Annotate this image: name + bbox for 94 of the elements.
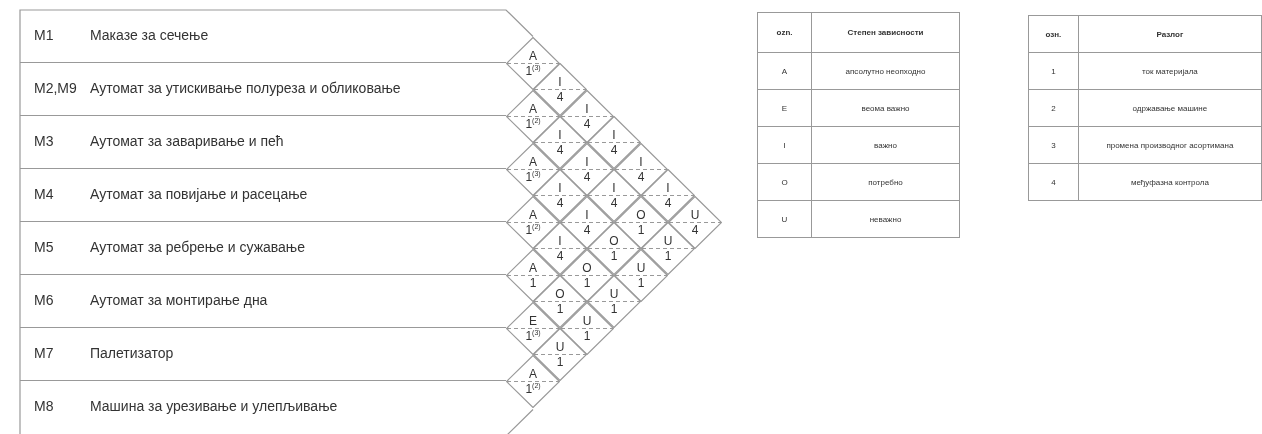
reason-number: 1$^{(2)}$ xyxy=(524,223,542,236)
reason-number: 1 xyxy=(636,276,646,289)
column-header: Степен зависности xyxy=(811,12,960,53)
column-header: озн. xyxy=(1028,15,1079,53)
rating-letter: A xyxy=(528,208,538,221)
machine-name: Аутомат за ребрење и сужавање xyxy=(90,239,306,255)
machine-code: M2,M9 xyxy=(34,80,77,96)
reason-number: 4 xyxy=(609,144,619,156)
rating-letter: I xyxy=(557,182,563,194)
reason-number: 4 xyxy=(555,144,565,156)
rating-letter: U xyxy=(635,261,647,274)
rating-letter: U xyxy=(608,288,620,300)
reason-number: 4 xyxy=(555,91,565,103)
code-text: I xyxy=(757,126,812,164)
reason-number: 1$^{(2)}$ xyxy=(524,382,542,395)
code-text: A xyxy=(757,52,812,90)
code-text: 1 xyxy=(1028,52,1079,90)
description-text: неважно xyxy=(811,200,960,238)
rating-letter: I xyxy=(611,129,617,141)
reason-number: 1 xyxy=(582,276,592,289)
rating-letter: A xyxy=(528,49,538,62)
machine-code: M3 xyxy=(34,133,54,149)
code-text: 2 xyxy=(1028,89,1079,127)
code-text: 3 xyxy=(1028,126,1079,164)
rating-letter: I xyxy=(584,208,590,221)
machine-name: Аутомат за повијање и расецање xyxy=(90,186,308,202)
machine-name: Палетизатор xyxy=(90,345,174,361)
machine-code: M7 xyxy=(34,345,54,361)
rating-letter: I xyxy=(584,102,590,115)
description-text: ток материјала xyxy=(1078,52,1262,90)
rating-letter: I xyxy=(584,155,590,168)
machine-name: Аутомат за утискивање полуреза и обликовање xyxy=(90,80,401,96)
reason-number: 4 xyxy=(582,223,592,236)
rating-letter: O xyxy=(581,261,593,274)
rating-letter: A xyxy=(528,261,538,274)
machine-name: Машина за урезивање и улепљивање xyxy=(90,398,338,414)
machine-name: Маказе за сечење xyxy=(90,27,209,43)
reason-number: 1 xyxy=(555,356,565,368)
reason-number: 4 xyxy=(636,170,646,183)
rating-letter: U xyxy=(581,314,593,327)
machine-name: Аутомат за монтирање дна xyxy=(90,292,268,308)
description-text: веома важно xyxy=(811,89,960,127)
reason-number: 4 xyxy=(555,197,565,209)
reason-number: 1$^{(2)}$ xyxy=(524,117,542,130)
description-text: промена производног асортимана xyxy=(1078,126,1262,164)
machine-code: M6 xyxy=(34,292,54,308)
machine-code: M5 xyxy=(34,239,54,255)
reason-number: 1$^{(3)}$ xyxy=(524,64,542,77)
reason-number: 1 xyxy=(636,223,646,236)
rating-letter: I xyxy=(557,76,563,88)
reason-number: 1$^{(3)}$ xyxy=(524,170,542,183)
code-text: 4 xyxy=(1028,163,1079,201)
reason-number: 4 xyxy=(690,223,700,236)
code-text: O xyxy=(757,163,812,201)
description-text: важно xyxy=(811,126,960,164)
rating-letter: U xyxy=(689,208,701,221)
reason-number: 1 xyxy=(609,250,619,262)
machine-name: Аутомат за заваривање и пећ xyxy=(90,133,284,149)
rating-letter: I xyxy=(557,235,563,247)
rating-letter: I xyxy=(665,182,671,194)
reason-number: 4 xyxy=(663,197,673,209)
rating-letter: A xyxy=(528,155,538,168)
description-text: апсолутно неопходно xyxy=(811,52,960,90)
reason-number: 1 xyxy=(582,329,592,342)
column-header: Разлог xyxy=(1078,15,1262,53)
description-text: потребно xyxy=(811,163,960,201)
description-text: међуфазна контрола xyxy=(1078,163,1262,201)
rating-letter: O xyxy=(608,235,620,247)
reason-number: 1$^{(3)}$ xyxy=(524,329,542,342)
reason-number: 1 xyxy=(528,276,538,289)
column-header: ozn. xyxy=(757,12,812,53)
rating-letter: U xyxy=(554,341,566,353)
rating-letter: E xyxy=(528,314,538,327)
rating-letter: I xyxy=(557,129,563,141)
code-text: E xyxy=(757,89,812,127)
machine-code: M1 xyxy=(34,27,54,43)
description-text: одржавање машине xyxy=(1078,89,1262,127)
code-text: U xyxy=(757,200,812,238)
rating-letter: A xyxy=(528,102,538,115)
rating-letter: U xyxy=(662,235,674,247)
reason-number: 1 xyxy=(609,303,619,315)
rating-letter: O xyxy=(554,288,566,300)
reason-number: 4 xyxy=(609,197,619,209)
reason-number: 4 xyxy=(555,250,565,262)
machine-code: M4 xyxy=(34,186,54,202)
reason-number: 4 xyxy=(582,117,592,130)
reason-number: 1 xyxy=(663,250,673,262)
rating-letter: I xyxy=(638,155,644,168)
reason-number: 1 xyxy=(555,303,565,315)
machine-code: M8 xyxy=(34,398,54,414)
rating-letter: A xyxy=(528,367,538,380)
reason-number: 4 xyxy=(582,170,592,183)
rating-letter: O xyxy=(635,208,647,221)
rating-letter: I xyxy=(611,182,617,194)
